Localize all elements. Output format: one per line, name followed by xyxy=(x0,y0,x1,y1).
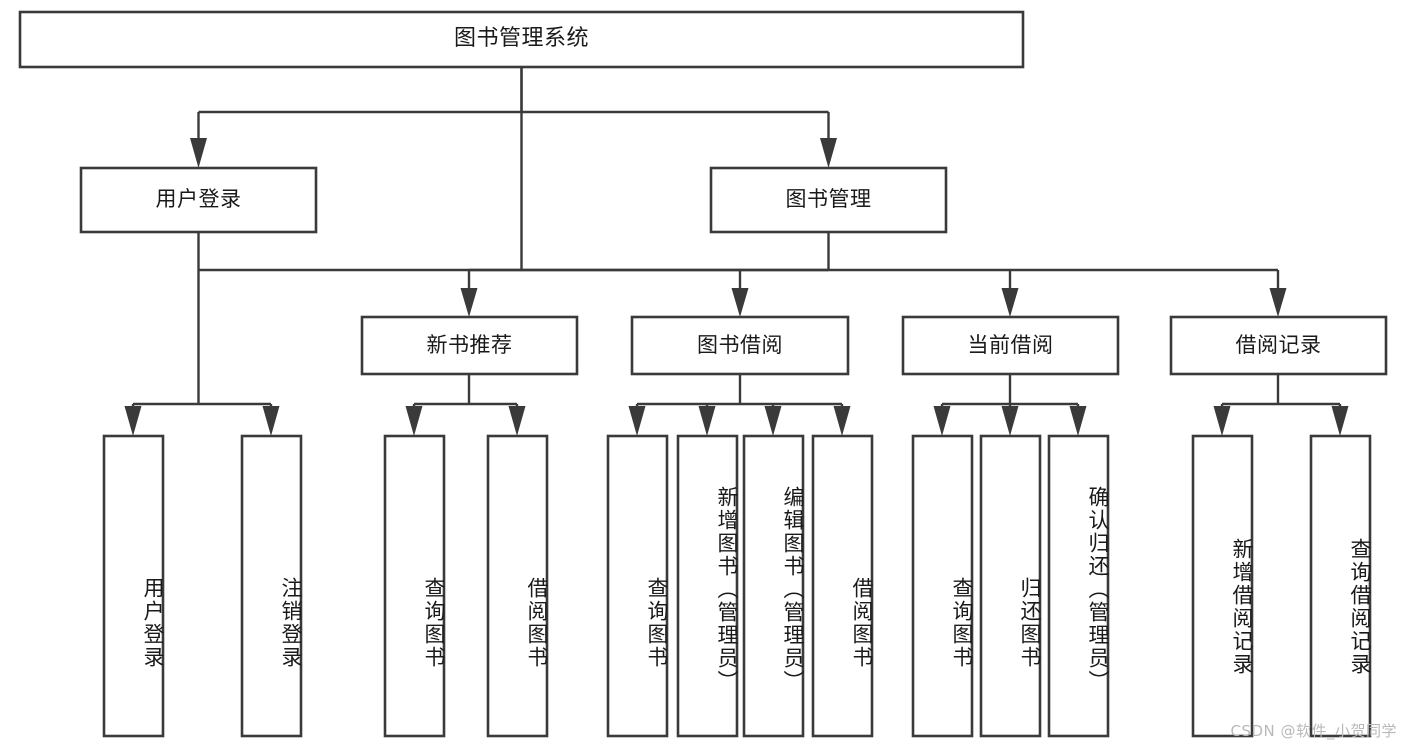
arrowhead-user-login xyxy=(190,138,207,168)
node-box-borrow-record[interactable] xyxy=(1169,315,1388,376)
node-box-leaf-borrowrecord-add[interactable] xyxy=(1191,434,1254,738)
node-box-book-borrow[interactable] xyxy=(630,315,850,376)
arrowhead-currentborrow-leaf-return xyxy=(1001,406,1019,436)
arrowhead-borrow-record xyxy=(1269,288,1287,317)
node-box-leaf-currentborrow-query[interactable] xyxy=(911,434,974,738)
node-box-leaf-newbook-query[interactable] xyxy=(383,434,446,738)
arrowhead-new-book-recommend xyxy=(460,288,478,317)
node-box-leaf-currentborrow-confirm[interactable] xyxy=(1047,434,1110,738)
arrowhead-current-borrow xyxy=(1001,288,1019,317)
connector-group-borrowrecord-leaves xyxy=(1213,374,1349,436)
node-box-book-manage[interactable] xyxy=(709,166,948,234)
arrowhead-newbook-leaf-query xyxy=(405,406,423,436)
node-box-leaf-bookborrow-add[interactable] xyxy=(676,434,739,738)
connector-group-bookmanage-to-level2 xyxy=(460,232,1287,317)
node-box-leaf-logout[interactable] xyxy=(240,434,303,738)
connector-group-newbook-leaves xyxy=(405,374,526,436)
connector-group-currentborrow-leaves xyxy=(933,374,1087,436)
node-box-leaf-currentborrow-return[interactable] xyxy=(979,434,1042,738)
node-box-leaf-user-login[interactable] xyxy=(102,434,165,738)
arrowhead-currentborrow-leaf-confirm xyxy=(1069,406,1087,436)
arrowhead-book-manage xyxy=(820,138,837,168)
arrowhead-borrowrecord-leaf-query xyxy=(1331,406,1349,436)
node-box-leaf-bookborrow-query[interactable] xyxy=(606,434,669,738)
connector-group-bookborrow-leaves xyxy=(628,374,851,436)
arrowhead-borrowrecord-leaf-add xyxy=(1213,406,1231,436)
node-box-leaf-newbook-borrow[interactable] xyxy=(486,434,549,738)
node-box-new-book-recommend[interactable] xyxy=(360,315,579,376)
node-box-user-login[interactable] xyxy=(79,166,318,234)
arrowhead-currentborrow-leaf-query xyxy=(933,406,951,436)
arrowhead-bookborrow-leaf-edit xyxy=(764,406,782,436)
arrowhead-leaf-logout xyxy=(262,406,280,436)
node-box-leaf-borrowrecord-query[interactable] xyxy=(1309,434,1372,738)
arrowhead-bookborrow-leaf-query xyxy=(628,406,646,436)
node-box-root-system[interactable] xyxy=(18,10,1025,69)
node-box-leaf-bookborrow-borrow[interactable] xyxy=(811,434,874,738)
connector-group-userlogin-leaves xyxy=(124,232,280,436)
arrowhead-book-borrow xyxy=(731,288,749,317)
arrowhead-bookborrow-leaf-borrow xyxy=(833,406,851,436)
arrowhead-newbook-leaf-borrow xyxy=(508,406,526,436)
node-box-leaf-bookborrow-edit[interactable] xyxy=(742,434,805,738)
node-box-current-borrow[interactable] xyxy=(901,315,1120,376)
arrowhead-leaf-user-login xyxy=(124,406,142,436)
arrowhead-bookborrow-leaf-add xyxy=(698,406,716,436)
